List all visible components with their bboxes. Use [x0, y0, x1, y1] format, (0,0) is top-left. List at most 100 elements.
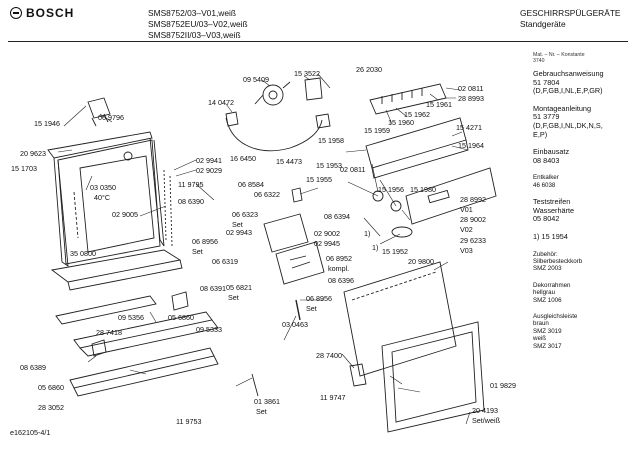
part-label: 08 6396 — [328, 276, 354, 285]
part-label: 02 9002 — [314, 229, 340, 238]
part-label: 03 0463 — [282, 320, 308, 329]
footnote-info: 1) 15 1954 — [533, 231, 568, 241]
sidebar-parts-info: Mat. – Nr. – Konstante 3740 Gebrauchsanw… — [533, 52, 633, 359]
part-label: 15 1961 — [426, 100, 452, 109]
part-label: 28 9002 — [460, 215, 486, 224]
part-label: 09 5356 — [118, 313, 144, 322]
footnote-marker: 1) — [372, 243, 379, 252]
info-subtitle: Wasserhärte — [533, 205, 575, 215]
part-label: 15 1980 — [410, 185, 436, 194]
handle-clip — [171, 291, 189, 311]
decor-frame-info: Dekorrahmen hellgrau SMZ 1006 — [533, 282, 633, 304]
outer-panel — [343, 261, 457, 377]
mounting-kit-info: Einbausatz 08 8403 — [533, 148, 633, 165]
part-label: 06 8584 — [238, 180, 264, 189]
part-label: 06 6319 — [212, 257, 238, 266]
brand-name: BOSCH — [26, 6, 75, 20]
part-label: 20 9800 — [408, 257, 434, 266]
info-number: 46 6038 — [533, 181, 556, 189]
footnote-marker: 1) — [364, 229, 371, 238]
exploded-parts-diagram: 09 5409 15 3522 26 2030 14 0472 02 0811 … — [11, 65, 516, 433]
model-line: SMS8752EU/03–V02,weiß — [148, 19, 248, 29]
part-label: Set — [192, 247, 203, 256]
part-label: 15 3522 — [294, 69, 320, 78]
part-label: 01 9829 — [490, 381, 516, 390]
part-label: 11 9753 — [176, 417, 202, 426]
info-title: Entkalker — [533, 174, 559, 182]
part-label: 35 0800 — [70, 249, 96, 258]
door-lock — [87, 97, 111, 119]
part-label: 06 8952 — [326, 254, 352, 263]
part-label: 11 9795 — [178, 180, 204, 189]
appliance-category: GESCHIRRSPÜLGERÄTE Standgeräte — [520, 8, 621, 30]
part-label: 15 1960 — [388, 118, 414, 127]
part-label: 09 5333 — [196, 325, 222, 334]
part-label: 15 1953 — [316, 161, 342, 170]
brand-logo: BOSCH — [10, 6, 74, 20]
part-label: 20 9623 — [20, 149, 46, 158]
part-label: 11 9747 — [320, 393, 346, 402]
part-label: 02 9005 — [112, 210, 138, 219]
info-number: 51 3779 — [533, 112, 560, 122]
part-label: 02 9941 — [196, 156, 222, 165]
bosch-logo-icon — [10, 7, 22, 19]
info-number: 05 8042 — [533, 214, 560, 224]
info-title: Montageanleitung — [533, 103, 592, 113]
part-label: 15 4473 — [276, 157, 302, 166]
part-label: 26 2030 — [356, 65, 382, 74]
part-label: Set — [256, 407, 267, 416]
info-subtitle: Silberbesteckkorb — [533, 257, 583, 265]
compensation-strip-info: Ausgleichsleiste braun SMZ 3019 weiß SMZ… — [533, 313, 633, 350]
part-label: 06 6322 — [254, 190, 280, 199]
part-label: Set — [228, 293, 239, 302]
info-number: SMZ 3019 — [533, 327, 562, 335]
part-label: 08 6390 — [178, 197, 204, 206]
part-label: 05 6821 — [226, 283, 252, 292]
hinge-bracket — [263, 213, 309, 253]
info-title: Zubehör: — [533, 250, 558, 258]
part-label: Set — [232, 220, 243, 229]
info-subtitle: hellgrau — [533, 289, 556, 297]
info-number: SMZ 3017 — [533, 342, 562, 350]
door-frame — [47, 131, 153, 159]
part-label: 15 1952 — [382, 247, 408, 256]
trim-strip — [55, 295, 157, 325]
part-label: 28 7418 — [96, 328, 122, 337]
part-label: 28 3052 — [38, 403, 64, 412]
part-label: Set/weiß — [472, 416, 500, 425]
decor-frame — [381, 321, 485, 433]
part-label: 06 9796 — [98, 113, 124, 122]
part-label: 15 1959 — [364, 126, 390, 135]
info-subtitle: braun — [533, 320, 549, 328]
part-label: 03 0350 — [90, 183, 116, 192]
part-label: 08 6389 — [20, 363, 46, 372]
header-divider — [8, 41, 628, 42]
info-number: SMZ 1006 — [533, 296, 562, 304]
info-title: Ausgleichsleiste — [533, 312, 578, 320]
part-label: 28 7400 — [316, 351, 342, 360]
test-strips-info: Teststreifen Wasserhärte 05 8042 — [533, 198, 633, 224]
material-constant: Mat. – Nr. – Konstante 3740 — [533, 52, 633, 64]
part-label: 15 1956 — [378, 185, 404, 194]
part-label: 02 9029 — [196, 166, 222, 175]
part-label: V03 — [460, 246, 473, 255]
diagram-drawing — [47, 73, 497, 433]
info-title: Dekorrahmen — [533, 281, 571, 289]
kick-plate — [69, 347, 215, 389]
part-label: 15 1964 — [458, 141, 484, 150]
info-number: SMZ 2003 — [533, 265, 562, 273]
installation-manual-info: Montageanleitung 51 3779 (D,F,GB,I,NL,DK… — [533, 103, 633, 139]
part-label: 06 6323 — [232, 210, 258, 219]
selector-panel — [405, 167, 497, 225]
part-label: 06 8956 — [192, 237, 218, 246]
user-manual-info: Gebrauchsanweisung 51 7804 (D,F,GB,I,NL,… — [533, 69, 633, 96]
start-button — [391, 226, 413, 238]
info-number: 51 7804 — [533, 77, 560, 87]
part-label: 29 6233 — [460, 236, 486, 245]
part-label: 15 1703 — [11, 164, 37, 173]
part-label: 08 6394 — [324, 212, 350, 221]
part-label: 08 6391 — [200, 284, 226, 293]
part-label: 02 9945 — [314, 239, 340, 248]
part-label: 05 6860 — [168, 313, 194, 322]
info-languages: E,P) — [533, 129, 548, 139]
